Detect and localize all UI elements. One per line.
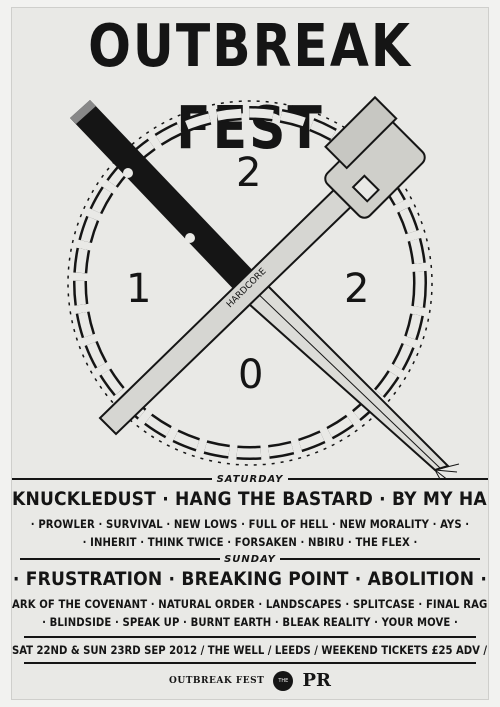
band-name: PROWLER [38,518,95,531]
band-name: SURVIVAL [105,518,163,531]
band-name: FULL OF HELL [248,518,329,531]
band-name: SPLITCASE [352,598,415,611]
saturday-divider: SATURDAY [12,474,488,485]
band-name: THINK TWICE [147,536,224,549]
year-digit-top: 2 [236,150,262,196]
sunday-support-row-1: ARK OF THE COVENANT · NATURAL ORDER · LA… [12,598,488,611]
band-name: ARK OF THE COVENANT [12,598,148,611]
band-name: NEW LOWS [173,518,238,531]
band-name: KNUCKLEDUST [12,488,157,510]
band-name: THE FLEX [355,536,410,549]
band-name: FRUSTRATION [25,568,163,590]
saturday-support-row-2: · INHERIT · THINK TWICE · FORSAKEN · NBI… [82,536,418,549]
band-name: BLEAK REALITY [282,616,371,629]
the-well-logo: THE WELL [273,670,294,699]
band-name: YOUR MOVE [381,616,451,629]
saturday-label: SATURDAY [216,474,284,485]
chain-ring [67,100,433,466]
band-name: NEW MORALITY [339,518,429,531]
divider-rule [24,636,476,638]
band-name: BLINDSIDE [49,616,112,629]
band-name: INHERIT [90,536,137,549]
band-name: SPEAK UP [122,616,180,629]
saturday-headliners: KNUCKLEDUST · HANG THE BASTARD · BY MY H… [12,488,488,510]
wrench: HARDCORE [98,95,426,436]
band-name: FORSAKEN [234,536,297,549]
band-name: LANDSCAPES [265,598,342,611]
festival-poster: OUTBREAK FEST HARDCORE 2 1 2 [12,8,488,699]
saturday-support-row-1: · PROWLER · SURVIVAL · NEW LOWS · FULL O… [30,518,470,531]
divider-rule [24,662,476,664]
sponsor-logos: OUTBREAK FEST THE WELL PR [12,670,488,699]
year-digit-right: 2 [344,266,370,312]
band-name: BREAKING POINT [181,568,349,590]
band-name: FINAL RAGE [425,598,488,611]
switchblade-knife [70,100,460,478]
sunday-headliners: · FRUSTRATION · BREAKING POINT · ABOLITI… [12,568,488,590]
sunday-support-row-2: · BLINDSIDE · SPEAK UP · BURNT EARTH · B… [42,616,458,629]
band-name: BURNT EARTH [190,616,272,629]
sunday-divider: SUNDAY [12,554,488,565]
pr-logo: PR [302,670,331,691]
year-digit-left: 1 [126,266,152,312]
outbreak-fest-logo: OUTBREAK FEST [169,675,265,686]
band-name: HANG THE BASTARD [175,488,373,510]
band-name: ABOLITION [367,568,475,590]
band-name: NBIRU [308,536,345,549]
band-name: AYS [440,518,462,531]
band-name: NATURAL ORDER [158,598,255,611]
year-digit-bottom: 0 [238,352,264,398]
crossed-knife-wrench-chain-illustration: HARDCORE [67,95,460,478]
sunday-label: SUNDAY [224,554,276,565]
poster-title: OUTBREAK FEST [88,12,412,163]
event-info-line: SAT 22ND & SUN 23RD SEP 2012 / THE WELL … [12,644,488,657]
band-name: BY MY HANDS [392,488,488,510]
